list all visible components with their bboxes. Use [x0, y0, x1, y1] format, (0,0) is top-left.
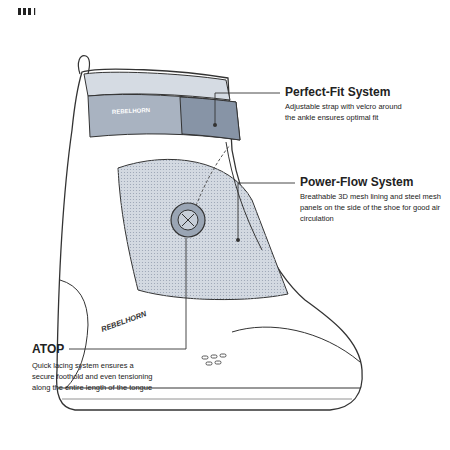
vent [215, 361, 221, 364]
mesh-panel [118, 159, 288, 299]
heel-counter [60, 280, 88, 388]
vent-holes [202, 354, 226, 365]
leader-line [238, 183, 295, 240]
leader-dot [213, 123, 217, 127]
leader-line [215, 93, 280, 125]
mesh-texture [118, 159, 288, 299]
sole-line [62, 399, 352, 400]
vent [202, 356, 208, 359]
vent [220, 354, 226, 357]
callout-heading: Power-Flow System [300, 175, 413, 189]
corner-mark [18, 8, 35, 15]
mark-bar [28, 8, 31, 15]
toe-cap [232, 327, 360, 362]
callout-heading: Perfect-Fit System [285, 85, 390, 99]
leader-dot [236, 238, 240, 242]
strap-tab [180, 97, 240, 140]
lacing-dial [171, 203, 205, 237]
dial-cap [178, 210, 198, 230]
tongue-seam [226, 142, 262, 250]
lace-line [196, 145, 230, 206]
callout-body: Adjustable strap with velcro around the … [285, 102, 413, 124]
dial-mark [182, 214, 194, 226]
callout-heading: ATOP [32, 342, 64, 356]
mark-bar [23, 8, 26, 15]
leader-line [69, 238, 186, 349]
mark-bar [34, 8, 35, 15]
pull-loop [78, 56, 89, 74]
vent [206, 362, 212, 365]
vent [211, 355, 217, 358]
callout-body: Quick lacing system ensures a secure foo… [32, 361, 154, 394]
mark-bar [18, 8, 21, 15]
leader-lines [69, 93, 295, 349]
velcro-strap [88, 94, 240, 140]
callout-body: Breathable 3D mesh lining and steel mesh… [300, 192, 442, 225]
